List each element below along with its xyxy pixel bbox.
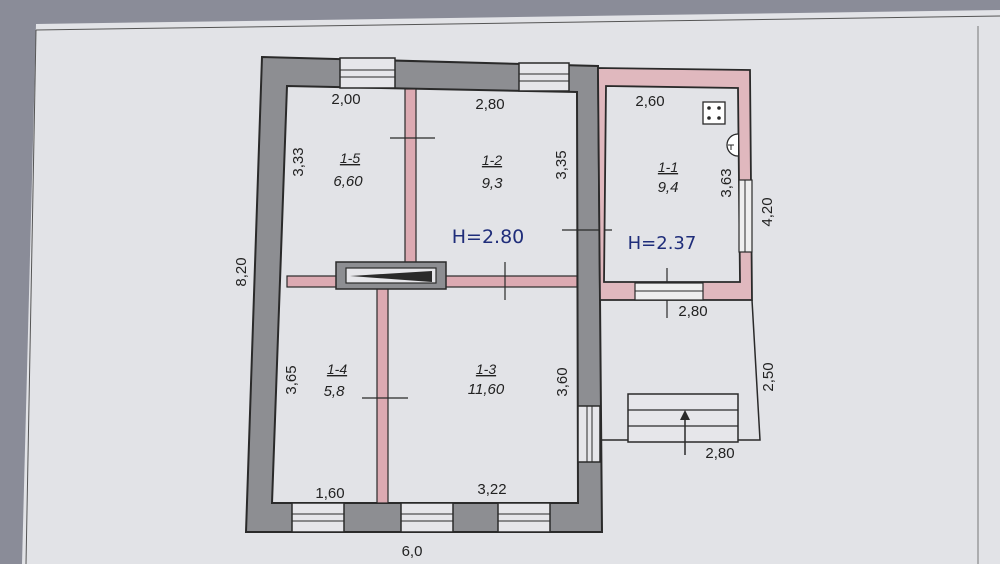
dim-porch-height: 2,50 <box>760 362 777 391</box>
room-1-4-id: 1-4 <box>327 361 347 377</box>
window-top-left <box>339 57 396 89</box>
dim-bottom-1-3: 3,22 <box>477 481 506 498</box>
dim-top-1-1: 2,60 <box>635 93 664 110</box>
window-bottom-2 <box>400 502 454 533</box>
dim-side-1-5: 3,33 <box>290 147 307 176</box>
dim-side-1-4: 3,65 <box>283 365 300 394</box>
room-1-2-id: 1-2 <box>482 152 502 168</box>
room-1-4-area: 5,8 <box>324 383 346 400</box>
room-1-3-area: 11,60 <box>468 381 505 398</box>
dim-side-1-3: 3,60 <box>554 367 571 396</box>
annex-door <box>634 282 704 301</box>
dim-top-1-5: 2,00 <box>331 91 360 108</box>
partition-lower-vertical <box>376 286 389 504</box>
window-bottom-1 <box>291 502 345 533</box>
main-outer-wall <box>244 55 604 533</box>
window-bottom-3 <box>497 502 551 533</box>
room-1-2-area: 9,3 <box>482 175 504 192</box>
dim-bottom-1-4: 1,60 <box>315 485 344 502</box>
partition-upper-vertical <box>404 88 417 277</box>
dim-overall-width: 6,0 <box>402 543 423 560</box>
dim-side-1-1: 3,63 <box>718 168 735 197</box>
room-1-1-id: 1-1 <box>658 159 678 175</box>
chimney-icon <box>702 101 726 125</box>
dim-annex-height: 4,20 <box>759 197 776 226</box>
room-1-1-area: 9,4 <box>658 179 679 196</box>
stair-arrow-icon <box>680 410 690 455</box>
dim-annex-width: 2,80 <box>678 303 707 320</box>
dim-overall-height: 8,20 <box>233 257 250 286</box>
door-right-wall <box>577 405 601 463</box>
dim-top-1-2: 2,80 <box>475 96 504 113</box>
stove-icon <box>335 261 447 290</box>
annex-window <box>738 179 753 253</box>
ceiling-height-main: H=2.80 <box>452 226 525 248</box>
room-1-5-area: 6,60 <box>333 173 363 190</box>
dim-porch-width: 2,80 <box>705 445 734 462</box>
water-heater-icon <box>726 133 739 157</box>
sheet-border-top <box>35 15 1000 31</box>
dim-side-1-2: 3,35 <box>553 150 570 179</box>
room-1-5-id: 1-5 <box>340 150 360 166</box>
window-top-right <box>518 62 570 92</box>
sheet-border-left <box>25 29 37 564</box>
room-1-3-id: 1-3 <box>476 361 496 377</box>
ceiling-height-annex: H=2.37 <box>628 233 697 254</box>
